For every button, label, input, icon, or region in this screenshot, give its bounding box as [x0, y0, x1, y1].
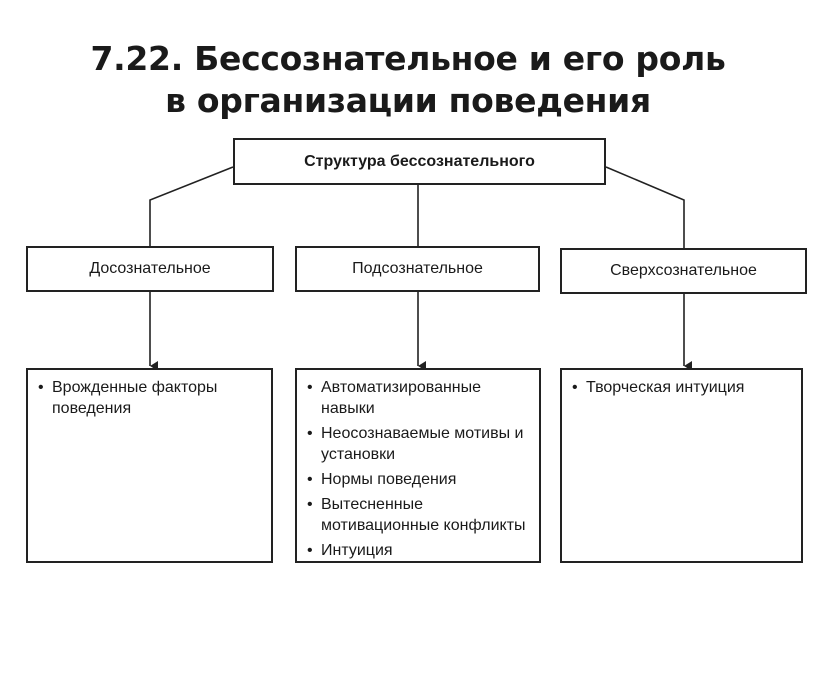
- list-item: Автоматизированные навыки: [307, 377, 533, 419]
- list-item: Интуиция: [307, 540, 533, 561]
- category-subconscious: Подсознательное: [295, 246, 540, 292]
- list-item: Неосознаваемые мотивы и установки: [307, 423, 533, 465]
- page-title: 7.22. Бессознательное и его роль в орган…: [0, 38, 816, 122]
- list-item: Творческая интуиция: [572, 377, 795, 398]
- list-preconscious: Врожденные факторы поведения: [26, 368, 273, 563]
- list-item: Врожденные факторы поведения: [38, 377, 265, 419]
- title-line-1: 7.22. Бессознательное и его роль: [90, 39, 726, 78]
- list-subconscious: Автоматизированные навыки Неосознаваемые…: [295, 368, 541, 563]
- list-item: Нормы поведения: [307, 469, 533, 490]
- connector-root-to-preconscious: [149, 166, 234, 246]
- category-preconscious: Досознательное: [26, 246, 274, 292]
- category-superconscious: Сверхсознательное: [560, 248, 807, 294]
- list-superconscious: Творческая интуиция: [560, 368, 803, 563]
- connector-root-to-superconscious: [605, 166, 685, 248]
- list-item: Вытесненные мотивационные конфликты: [307, 494, 533, 536]
- title-line-2: в организации поведения: [165, 81, 651, 120]
- root-node: Структура бессознательного: [233, 138, 606, 185]
